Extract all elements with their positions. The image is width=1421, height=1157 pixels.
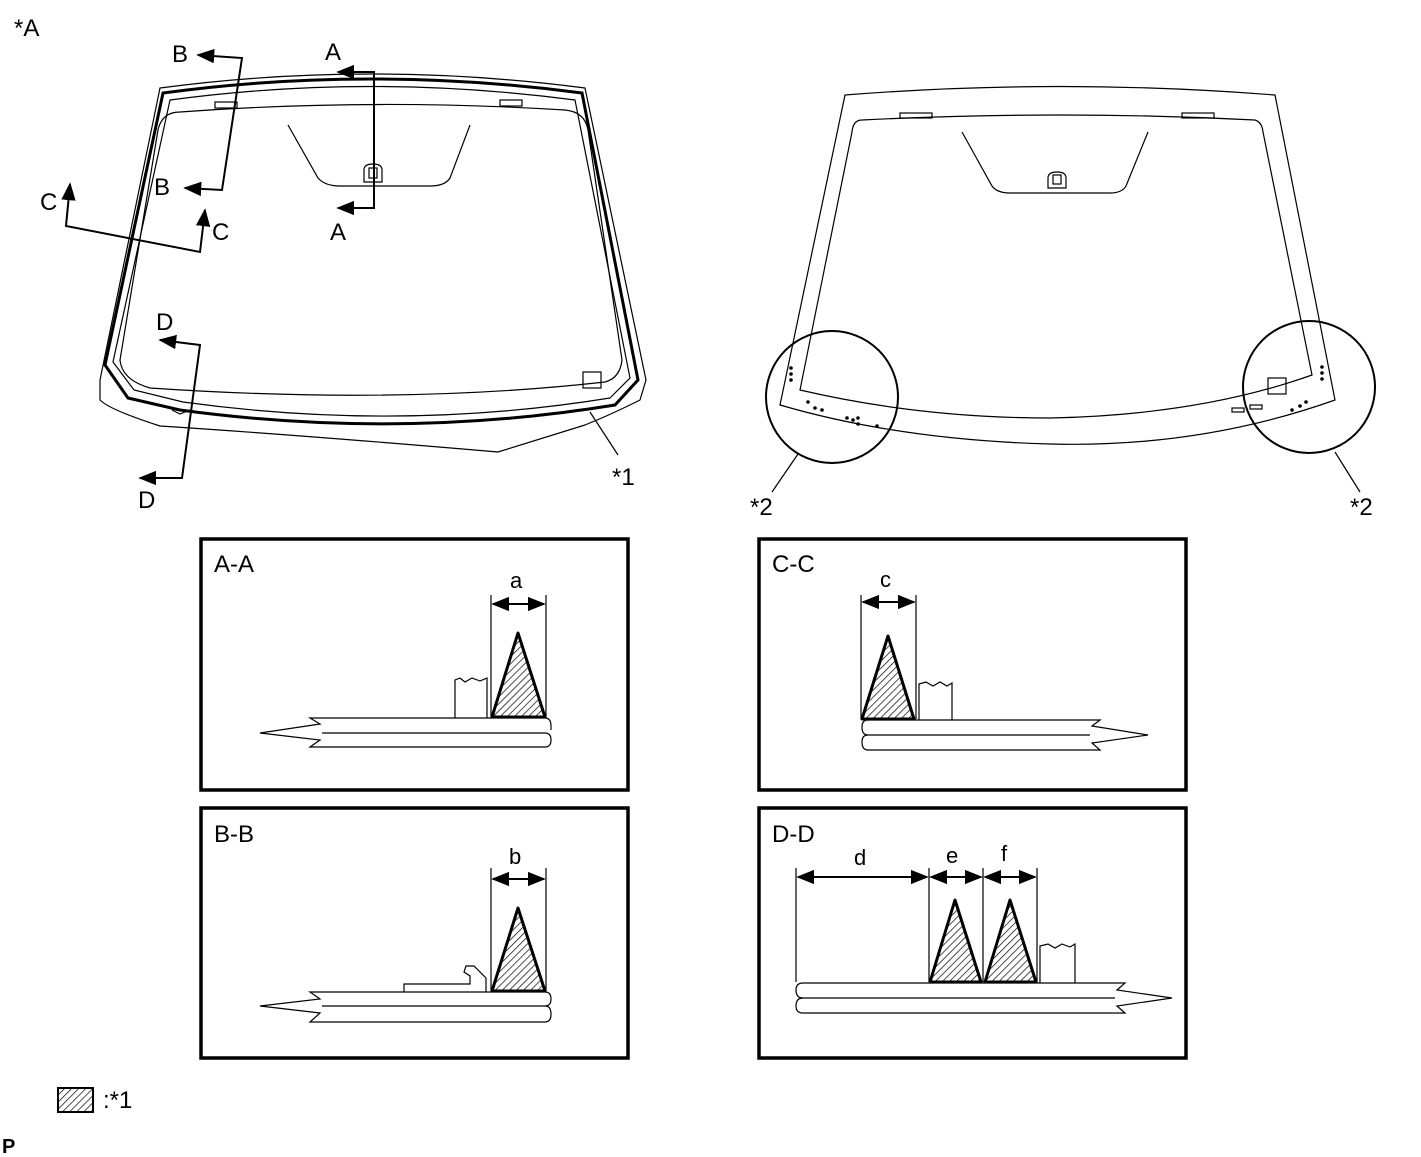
legend-hatch-swatch <box>57 1087 94 1113</box>
section-b-cut: B B <box>154 41 244 201</box>
adhesive-bead-path <box>103 77 640 426</box>
vin-window-right <box>1267 377 1287 395</box>
section-c-right-label: C <box>212 219 229 246</box>
glass-edge-c2 <box>861 734 869 751</box>
dim-label-f: f <box>1001 841 1008 866</box>
glass-edge-d <box>795 982 804 999</box>
section-b-b-title: B-B <box>214 821 254 848</box>
section-a-cut: A A <box>325 39 375 246</box>
glass-edge-d2 <box>795 997 804 1014</box>
windshield-detail-view: *2 *2 <box>750 85 1376 521</box>
section-b-top-label: B <box>172 41 188 68</box>
mirror-area <box>287 124 471 187</box>
dam-c <box>918 681 953 720</box>
legend-label: :*1 <box>103 1087 132 1114</box>
sensor-mark-b <box>1249 404 1263 410</box>
glass-layer-top-a <box>259 717 545 748</box>
mirror-bracket-right <box>1047 171 1067 189</box>
clip-left <box>214 101 238 109</box>
section-view-b-b: B-B b <box>199 806 630 1060</box>
vin-window <box>582 371 602 389</box>
detail-circle-right <box>1242 320 1376 454</box>
adhesive-bead-inner <box>112 85 631 417</box>
section-a-a-title: A-A <box>214 551 254 578</box>
glass-edge-b <box>544 991 552 1007</box>
detail-leader-left <box>771 453 799 493</box>
adhesive-leader-line <box>589 411 619 456</box>
glass-edge-b2 <box>544 1005 552 1023</box>
glass-edge-a2 <box>544 732 552 748</box>
clip-right-view-left <box>899 112 933 119</box>
glass-layer-top-b <box>259 991 545 1023</box>
ceramic-dots-left <box>789 366 879 428</box>
clip-right-view-right <box>1181 112 1215 119</box>
section-a-bottom-label: A <box>330 219 346 246</box>
molding-b <box>403 965 487 992</box>
mirror-area-right <box>961 131 1149 194</box>
glass-edge-c <box>861 719 869 736</box>
dim-label-b: b <box>509 844 521 869</box>
windshield-front-view: *1 A A B B C C D D <box>40 39 647 514</box>
detail-leader-right <box>1334 451 1361 493</box>
adhesive-bead-b <box>490 906 547 993</box>
figure-label: *A <box>14 15 39 42</box>
section-a-top-label: A <box>325 39 341 66</box>
section-view-a-a: A-A a <box>199 537 630 792</box>
section-c-c-title: C-C <box>772 551 815 578</box>
sensor-mark-a <box>1231 407 1245 413</box>
glass-layer-top-c <box>868 719 1149 751</box>
section-d-d-title: D-D <box>772 821 815 848</box>
ceramic-dots-right <box>1290 365 1324 412</box>
glass-edge-a <box>544 717 552 730</box>
mirror-bracket-hole-right <box>1052 174 1062 185</box>
section-d-d-frame <box>757 806 1188 1060</box>
section-c-c-frame <box>757 537 1188 792</box>
adhesive-bead-a <box>490 631 547 719</box>
adhesive-callout: *1 <box>612 464 635 491</box>
section-view-d-d: D-D d e f <box>757 806 1188 1060</box>
dam-a <box>454 677 488 718</box>
section-c-left-label: C <box>40 189 57 216</box>
section-d-cut: D D <box>138 309 202 514</box>
detail-callout-left: *2 <box>750 494 773 521</box>
ceramic-border <box>119 103 623 396</box>
section-c-cut: C C <box>40 182 229 254</box>
section-d-bottom-label: D <box>138 487 155 514</box>
dam-d <box>1039 942 1076 983</box>
adhesive-bead-c <box>860 634 916 721</box>
detail-callout-right: *2 <box>1350 494 1373 521</box>
dim-label-c: c <box>880 567 891 592</box>
corner-mark: P <box>2 1136 15 1157</box>
section-b-b-frame <box>199 806 630 1060</box>
dim-label-d: d <box>854 845 866 870</box>
section-b-bottom-label: B <box>154 174 170 201</box>
detail-circle-left <box>765 330 899 464</box>
glass-outline-right <box>779 85 1336 445</box>
legend: :*1 <box>57 1087 132 1114</box>
section-a-a-frame <box>199 537 630 792</box>
ceramic-border-right <box>799 114 1313 419</box>
clip-right <box>499 99 523 107</box>
section-view-c-c: C-C c <box>757 537 1188 792</box>
adhesive-bead-d1 <box>928 898 983 984</box>
dim-label-a: a <box>510 568 523 593</box>
glass-layer-top-d <box>803 982 1173 1014</box>
dim-label-e: e <box>946 843 958 868</box>
section-d-top-label: D <box>156 309 173 336</box>
adhesive-bead-d2 <box>983 898 1038 984</box>
